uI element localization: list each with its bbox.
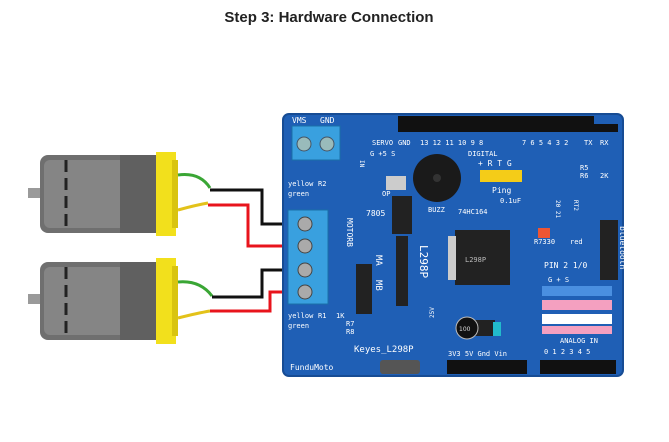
label-yellow-2: yellow xyxy=(288,312,314,320)
label-ma: MA xyxy=(373,255,383,266)
label-op: OP xyxy=(382,190,390,198)
label-pin-num: 20 21 xyxy=(554,200,561,218)
label-r8: R8 xyxy=(346,328,354,336)
label-keyes: Keyes_L298P xyxy=(354,345,414,355)
label-74hc164: 74HC164 xyxy=(458,208,488,216)
motor-bottom xyxy=(28,258,178,344)
label-ping-header: + R T G xyxy=(478,159,512,168)
label-1k: 1K xyxy=(336,312,345,320)
motor-top xyxy=(28,152,178,236)
label-r7: R7 xyxy=(346,320,354,328)
label-25v: 25V xyxy=(429,307,436,318)
label-pin-gs: G + S xyxy=(548,276,569,284)
label-vms: VMS xyxy=(292,116,307,125)
label-cap-100: 100 xyxy=(459,326,471,333)
chip-marking: L298P xyxy=(465,256,486,264)
board-labels: VMS GND SERVO GND 13 12 11 10 9 8 7 6 5 … xyxy=(288,116,627,372)
label-gnd: GND xyxy=(320,116,335,125)
page-title: Step 3: Hardware Connection xyxy=(224,9,434,26)
label-buzz: BUZZ xyxy=(428,206,445,214)
label-analog: ANALOG IN xyxy=(560,337,598,345)
motor-leads xyxy=(177,173,214,320)
label-green: green xyxy=(288,190,309,198)
label-r7330: R7330 xyxy=(534,238,555,246)
label-motorb: MOTORB xyxy=(345,218,354,247)
label-r5: R5 xyxy=(580,164,588,172)
label-digital: DIGITAL xyxy=(468,150,498,158)
label-r6: R6 xyxy=(580,172,588,180)
label-tx: TX xyxy=(584,139,593,147)
motor-shield-board xyxy=(282,113,624,377)
label-2k: 2K xyxy=(600,172,609,180)
label-rt2: RT2 xyxy=(572,200,579,211)
label-cap-01uf: 0.1uF xyxy=(500,197,521,205)
label-l298p: L298P xyxy=(417,245,430,278)
label-r2: R2 xyxy=(318,180,326,188)
label-red: red xyxy=(570,238,583,246)
label-digital-pins: 13 12 11 10 9 8 xyxy=(420,139,483,147)
label-ping: Ping xyxy=(492,186,511,195)
label-gnd-top: GND xyxy=(398,139,411,147)
label-servo: SERVO xyxy=(372,139,393,147)
label-power-pins: 3V3 5V Gnd Vin xyxy=(448,350,507,358)
label-7805: 7805 xyxy=(366,209,385,218)
label-in: IN xyxy=(358,160,365,168)
label-mb: MB xyxy=(373,280,383,291)
label-bluetooth: bluetooth xyxy=(618,226,627,270)
label-rx: RX xyxy=(600,139,609,147)
label-fundumoto: FunduMoto xyxy=(290,363,334,372)
label-green-2: green xyxy=(288,322,309,330)
label-g5s: G +5 S xyxy=(370,150,395,158)
label-digital-pins2: 7 6 5 4 3 2 xyxy=(522,139,568,147)
label-yellow: yellow xyxy=(288,180,314,188)
label-r1: R1 xyxy=(318,312,326,320)
label-analog-nums: 0 1 2 3 4 5 xyxy=(544,348,590,356)
label-pin-header: PIN 2 1/0 xyxy=(544,261,588,270)
